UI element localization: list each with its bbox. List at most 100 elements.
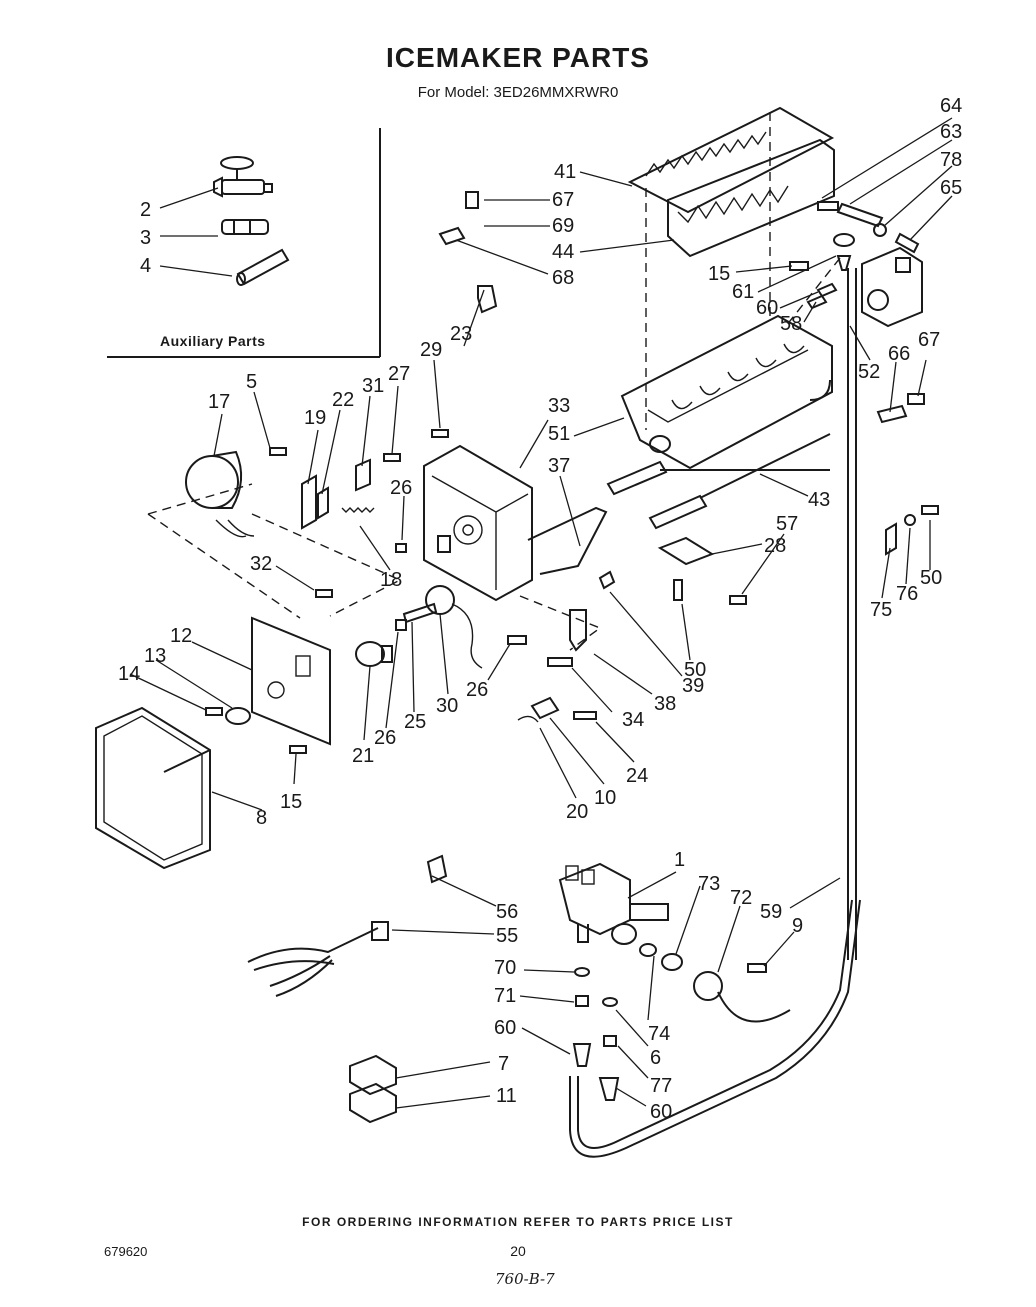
callout-29: 29 bbox=[420, 339, 442, 361]
callout-38: 38 bbox=[654, 693, 676, 715]
callout-37: 37 bbox=[548, 455, 570, 477]
callout-4: 4 bbox=[140, 255, 151, 277]
callout-72: 72 bbox=[730, 887, 752, 909]
callout-67: 67 bbox=[552, 189, 574, 211]
callout-60: 60 bbox=[756, 297, 778, 319]
stripper-fingers bbox=[627, 106, 835, 214]
callout-14: 14 bbox=[118, 663, 140, 685]
callout-15: 15 bbox=[708, 263, 730, 285]
callout-21: 21 bbox=[352, 745, 374, 767]
valve-outlet-parts bbox=[639, 943, 791, 1023]
callout-66: 66 bbox=[888, 343, 910, 365]
callout-70: 70 bbox=[494, 957, 516, 979]
callout-39: 39 bbox=[682, 675, 704, 697]
callout-50b: 50 bbox=[920, 567, 942, 589]
aux-valve-fitting bbox=[213, 156, 273, 198]
callout-59: 59 bbox=[760, 901, 782, 923]
callout-68: 68 bbox=[552, 267, 574, 289]
callout-26b: 26 bbox=[374, 727, 396, 749]
callout-12: 12 bbox=[170, 625, 192, 647]
callout-32: 32 bbox=[250, 553, 272, 575]
callout-73: 73 bbox=[698, 873, 720, 895]
mounting-plate bbox=[251, 616, 331, 746]
water-tube-loop bbox=[569, 899, 861, 1158]
callout-7: 7 bbox=[498, 1053, 509, 1075]
callout-15b: 15 bbox=[280, 791, 302, 813]
auxiliary-parts-frame bbox=[107, 128, 381, 358]
callout-2: 2 bbox=[140, 199, 151, 221]
callout-10: 10 bbox=[594, 787, 616, 809]
callout-22: 22 bbox=[332, 389, 354, 411]
page-number: 20 bbox=[510, 1243, 526, 1259]
callout-8: 8 bbox=[256, 807, 267, 829]
callout-17: 17 bbox=[208, 391, 230, 413]
callout-23: 23 bbox=[450, 323, 472, 345]
switch-and-spring bbox=[301, 458, 375, 530]
leader-lines bbox=[129, 117, 953, 1109]
callout-58: 58 bbox=[780, 313, 802, 335]
callout-65: 65 bbox=[940, 177, 962, 199]
aux-compression-fitting bbox=[221, 219, 269, 235]
callout-9: 9 bbox=[792, 915, 803, 937]
water-tube-vertical bbox=[847, 268, 857, 960]
document-number: 679620 bbox=[104, 1244, 148, 1259]
fill-cup-shutoff-arm bbox=[606, 433, 831, 530]
callout-6: 6 bbox=[650, 1047, 661, 1069]
callout-55: 55 bbox=[496, 925, 518, 947]
handwritten-note: 760-B-7 bbox=[495, 1270, 555, 1288]
callout-30: 30 bbox=[436, 695, 458, 717]
callout-1: 1 bbox=[674, 849, 685, 871]
callout-31: 31 bbox=[362, 375, 384, 397]
callout-60b: 60 bbox=[494, 1017, 516, 1039]
callout-71: 71 bbox=[494, 985, 516, 1007]
callout-77: 77 bbox=[650, 1075, 672, 1097]
callout-33: 33 bbox=[548, 395, 570, 417]
callout-44: 44 bbox=[552, 241, 574, 263]
callout-25: 25 bbox=[404, 711, 426, 733]
callout-28: 28 bbox=[764, 535, 786, 557]
page-title: ICEMAKER PARTS bbox=[386, 42, 650, 73]
ice-mold bbox=[620, 314, 833, 470]
callout-27: 27 bbox=[388, 363, 410, 385]
aux-tube-insert bbox=[236, 248, 290, 286]
assembly-guide-lines bbox=[147, 112, 841, 651]
callout-74: 74 bbox=[648, 1023, 670, 1045]
clamp-and-screw-right bbox=[876, 393, 939, 556]
cover bbox=[95, 706, 211, 870]
callout-3: 3 bbox=[140, 227, 151, 249]
control-housing bbox=[423, 444, 533, 602]
water-valve bbox=[558, 862, 669, 945]
callout-75: 75 bbox=[870, 599, 892, 621]
callout-67b: 67 bbox=[918, 329, 940, 351]
model-subtitle: For Model: 3ED26MMXRWR0 bbox=[417, 84, 619, 101]
top-fittings bbox=[789, 201, 920, 310]
callout-76: 76 bbox=[896, 583, 918, 605]
callout-52: 52 bbox=[858, 361, 880, 383]
callout-51: 51 bbox=[548, 423, 570, 445]
callout-20: 20 bbox=[566, 801, 588, 823]
callout-60c: 60 bbox=[650, 1101, 672, 1123]
callout-41: 41 bbox=[554, 161, 576, 183]
callout-34: 34 bbox=[622, 709, 644, 731]
callout-78: 78 bbox=[940, 149, 962, 171]
callout-63: 63 bbox=[940, 121, 962, 143]
connectors bbox=[349, 1054, 397, 1124]
callout-56: 56 bbox=[496, 901, 518, 923]
ordering-footer: FOR ORDERING INFORMATION REFER TO PARTS … bbox=[302, 1215, 734, 1229]
callout-11: 11 bbox=[496, 1085, 517, 1107]
callout-64: 64 bbox=[940, 95, 962, 117]
callout-50a: 50 bbox=[684, 659, 706, 681]
callout-19: 19 bbox=[304, 407, 326, 429]
thermostat-lead bbox=[527, 506, 608, 575]
callout-24: 24 bbox=[626, 765, 648, 787]
callout-43: 43 bbox=[808, 489, 830, 511]
callout-57: 57 bbox=[776, 513, 798, 535]
callout-labels: 64 63 78 65 41 67 69 44 68 15 61 60 58 2… bbox=[118, 95, 962, 1123]
motor bbox=[185, 450, 255, 538]
wire-harness bbox=[247, 854, 448, 997]
fill-cup-assembly bbox=[861, 246, 923, 328]
callout-61: 61 bbox=[732, 281, 754, 303]
callout-69: 69 bbox=[552, 215, 574, 237]
